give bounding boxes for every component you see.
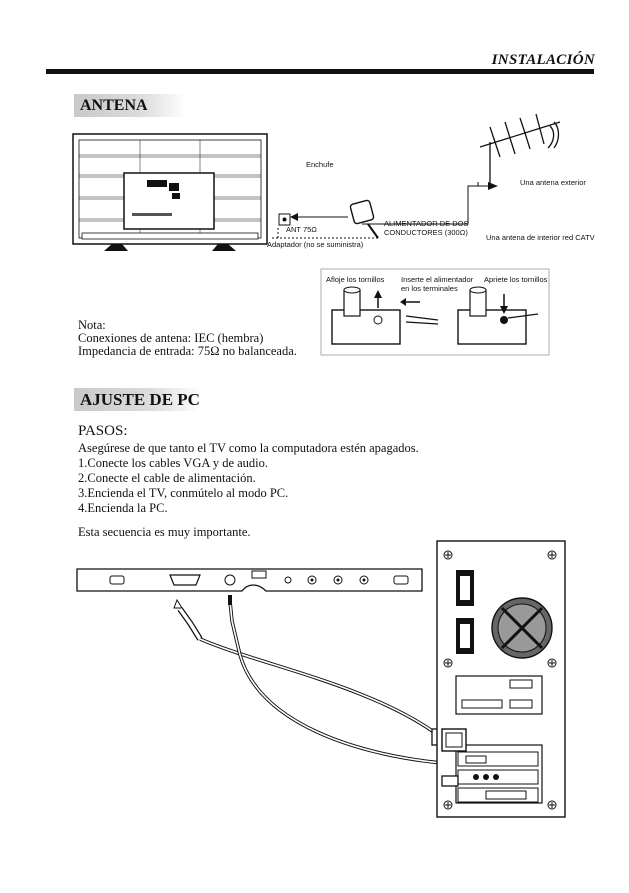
label-ant-port: ANT 75Ω: [286, 225, 317, 234]
steps-heading: PASOS:: [78, 423, 128, 439]
page-header-title: INSTALACIÓN: [491, 52, 595, 68]
steps-intro: Asegúrese de que tanto el TV como la com…: [78, 441, 419, 455]
plug-arrow-icon: [290, 213, 348, 221]
note-line-connection: Conexiones de antena: IEC (hembra): [78, 331, 264, 345]
antenna-icon: [479, 113, 561, 188]
label-outdoor-antenna: Una antena exterior: [520, 178, 586, 187]
note-line-impedance: Impedancia de entrada: 75Ω no balanceada…: [78, 344, 297, 358]
antenna-terminal-diagram: [320, 268, 550, 356]
step-1: 1.Conecte los cables VGA y de audio.: [78, 456, 269, 470]
tv-back-panel-illustration: [72, 133, 268, 251]
feeder-balun-icon: [349, 199, 379, 239]
label-insert-feeder: Inserte el alimentador en los terminales: [401, 275, 474, 293]
label-loosen-screws: Afloje los tornillos: [326, 275, 385, 284]
audio-plug-icon: [441, 775, 459, 787]
tv-connector-panel: [76, 568, 423, 592]
antenna-port-icon: [278, 213, 291, 226]
note-heading: Nota:: [78, 318, 106, 332]
pc-tower-illustration: [436, 540, 566, 818]
label-indoor-antenna: Una antena de interior red CATV: [486, 233, 595, 242]
vga-audio-cables: [173, 595, 449, 765]
step-4: 4.Encienda la PC.: [78, 501, 168, 515]
antenna-feed-line: [362, 182, 498, 225]
label-tighten-screws: Apriete los tornillos: [484, 275, 548, 284]
step-3: 3.Encienda el TV, conmútelo al modo PC.: [78, 486, 289, 500]
label-adapter: Adaptador (no se suministra): [267, 240, 364, 249]
section-title-antena: ANTENA: [74, 94, 186, 117]
important-note: Esta secuencia es muy importante.: [78, 525, 251, 539]
vga-plug-icon: [441, 728, 467, 752]
header-rule: [46, 69, 594, 74]
label-feeder: ALIMENTADOR DE DOS CONDUCTORES (300Ω): [384, 219, 469, 237]
step-2: 2.Conecte el cable de alimentación.: [78, 471, 256, 485]
adapter-dotted-line: [272, 228, 378, 239]
section-title-pc: AJUSTE DE PC: [74, 388, 202, 411]
label-plug: Enchufe: [306, 160, 334, 169]
